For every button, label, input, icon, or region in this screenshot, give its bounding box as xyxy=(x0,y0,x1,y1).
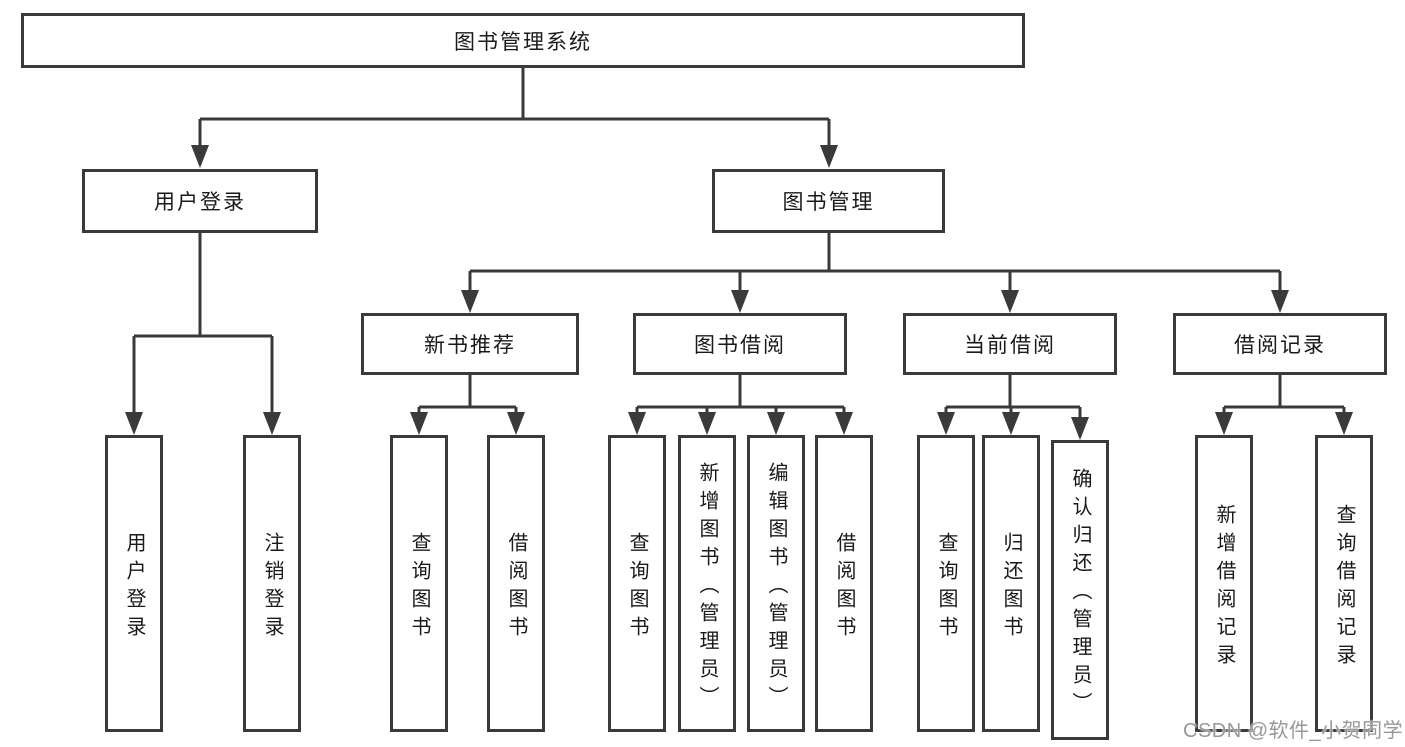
leaf-borrow-edit-book-admin: 编辑图书（管理员） xyxy=(747,435,805,732)
node-label: 借阅图书 xyxy=(833,531,855,644)
leaf-borrow-borrow-book: 借阅图书 xyxy=(815,435,873,732)
leaf-records-query-record: 查询借阅记录 xyxy=(1315,435,1373,732)
node-label: 新书推荐 xyxy=(424,334,516,357)
arrowhead xyxy=(698,412,716,435)
arrowhead xyxy=(1002,412,1020,435)
leaf-recommend-query-book: 查询图书 xyxy=(390,435,448,732)
leaf-recommend-borrow-book: 借阅图书 xyxy=(487,435,545,732)
leaf-current-return-book: 归还图书 xyxy=(982,435,1040,732)
leaf-borrow-query-book: 查询图书 xyxy=(608,435,666,732)
arrowhead xyxy=(507,412,525,435)
arrowhead xyxy=(820,145,838,168)
arrowhead xyxy=(628,412,646,435)
leaf-records-add-record: 新增借阅记录 xyxy=(1195,435,1253,732)
arrowhead xyxy=(263,412,281,435)
arrowhead xyxy=(835,412,853,435)
connector-root-to-level2 xyxy=(198,68,831,148)
node-new-book-recommend: 新书推荐 xyxy=(361,313,579,375)
node-label: 查询图书 xyxy=(626,531,648,644)
arrowhead xyxy=(125,412,143,435)
node-label: 注销登录 xyxy=(261,531,283,644)
arrowhead xyxy=(1335,412,1353,435)
connector-current-to-leaves xyxy=(944,375,1082,420)
arrowhead xyxy=(1271,290,1289,313)
connector-mgmt-to-level3 xyxy=(468,233,1282,293)
node-book-management: 图书管理 xyxy=(712,169,945,233)
leaf-current-confirm-return-admin: 确认归还（管理员） xyxy=(1051,440,1109,740)
node-label: 查询图书 xyxy=(935,531,957,644)
node-label: 借阅记录 xyxy=(1234,334,1326,357)
connector-recommend-to-leaves xyxy=(417,375,518,415)
arrowhead xyxy=(1001,290,1019,313)
leaf-borrow-add-book-admin: 新增图书（管理员） xyxy=(678,435,736,732)
node-root: 图书管理系统 xyxy=(21,13,1025,68)
node-user-login: 用户登录 xyxy=(82,169,318,233)
node-label: 查询借阅记录 xyxy=(1333,503,1355,672)
node-borrow-records: 借阅记录 xyxy=(1173,313,1387,375)
node-label: 新增图书（管理员） xyxy=(696,461,718,714)
arrowhead xyxy=(1071,417,1089,440)
arrowhead xyxy=(1215,412,1233,435)
node-label: 图书管理 xyxy=(782,191,875,214)
leaf-logout-login: 注销登录 xyxy=(243,435,301,732)
node-label: 用户登录 xyxy=(154,191,246,214)
connector-login-to-leaves xyxy=(132,233,274,415)
arrowhead xyxy=(461,290,479,313)
node-label: 借阅图书 xyxy=(505,531,527,644)
arrowhead xyxy=(410,412,428,435)
node-label: 查询图书 xyxy=(408,531,430,644)
leaf-current-query-book: 查询图书 xyxy=(917,435,975,732)
arrowhead xyxy=(767,412,785,435)
leaf-user-login: 用户登录 xyxy=(105,435,163,732)
arrowhead xyxy=(937,412,955,435)
node-current-borrow: 当前借阅 xyxy=(903,313,1117,375)
connector-records-to-leaves xyxy=(1222,375,1346,415)
node-label: 确认归还（管理员） xyxy=(1069,468,1091,720)
connector-borrow-to-leaves xyxy=(635,375,846,415)
node-label: 当前借阅 xyxy=(964,334,1056,357)
node-label: 用户登录 xyxy=(123,531,145,644)
node-book-borrow: 图书借阅 xyxy=(633,313,847,375)
node-label: 归还图书 xyxy=(1000,531,1022,644)
node-label: 编辑图书（管理员） xyxy=(765,461,787,714)
node-label: 图书管理系统 xyxy=(454,30,592,54)
arrowhead xyxy=(731,290,749,313)
arrowhead xyxy=(191,145,209,168)
node-label: 图书借阅 xyxy=(694,334,786,357)
node-label: 新增借阅记录 xyxy=(1213,503,1235,672)
watermark: CSDN @软件_小贺同学 xyxy=(1183,720,1404,742)
